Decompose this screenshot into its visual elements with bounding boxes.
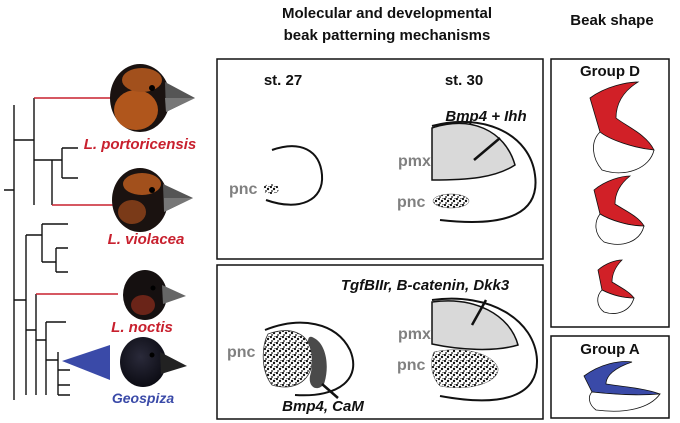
gene-label-bmp4-cam: Bmp4, CaM (282, 398, 364, 415)
embryo-st27-outline (263, 145, 324, 206)
species-label-noctis: L. noctis (111, 319, 173, 336)
mech-title-line1: Molecular and developmental (282, 5, 492, 22)
group-a-label: Group A (580, 341, 640, 358)
mech-title-line2: beak patterning mechanisms (284, 27, 491, 44)
pnc-label-st30: pnc (397, 194, 426, 211)
species-label-geospiza: Geospiza (112, 390, 174, 406)
geospiza-clade-triangle (62, 345, 110, 380)
pmx-region-st30 (431, 122, 516, 181)
pmx-label-st30: pmx (398, 153, 431, 170)
beak-shape-a (583, 361, 661, 412)
stage-30-label: st. 30 (445, 72, 483, 89)
pmx-region-bottom-right (431, 300, 519, 351)
embryo-bottom-right-outline (431, 297, 539, 402)
phylogenetic-tree (4, 97, 118, 400)
embryo-bottom-left-outline (262, 321, 355, 399)
bird-head-noctis-image (123, 270, 186, 320)
group-d-panel (550, 58, 670, 328)
bird-head-geospiza-image (120, 337, 187, 387)
pnc-label-bottom-right: pnc (397, 357, 426, 374)
group-a-panel (550, 335, 670, 419)
gene-label-bmp4-ihh: Bmp4 + Ihh (445, 108, 526, 125)
bird-head-violacea-image (112, 168, 193, 232)
pnc-cluster-bottom-left (262, 330, 313, 388)
beak-shape-d-medium (593, 175, 645, 245)
bird-head-portoricensis-image (110, 64, 195, 132)
species-label-portoricensis: L. portoricensis (84, 136, 197, 153)
group-d-label: Group D (580, 63, 640, 80)
pnc-cluster-st30 (432, 193, 470, 209)
beak-shape-d-small (597, 259, 635, 314)
beak-shape-d-large (589, 81, 655, 174)
bmp4-cam-expression-domain (308, 336, 327, 389)
species-label-violacea: L. violacea (108, 231, 185, 248)
gene-label-tgfbiir-bcatenin-dkk3: TgfBIIr, B-catenin, Dkk3 (341, 277, 510, 294)
pnc-cluster-st27 (263, 184, 279, 194)
pnc-label-st27: pnc (229, 181, 258, 198)
bottom-mechanism-panel (216, 264, 544, 420)
top-mechanism-panel (216, 58, 544, 260)
stage-27-label: st. 27 (264, 72, 302, 89)
pnc-label-bottom-left: pnc (227, 344, 256, 361)
pmx-label-bottom-right: pmx (398, 326, 431, 343)
embryo-st30-outline (431, 120, 537, 224)
beak-shape-title: Beak shape (570, 12, 653, 29)
pnc-cluster-bottom-right (431, 349, 499, 389)
